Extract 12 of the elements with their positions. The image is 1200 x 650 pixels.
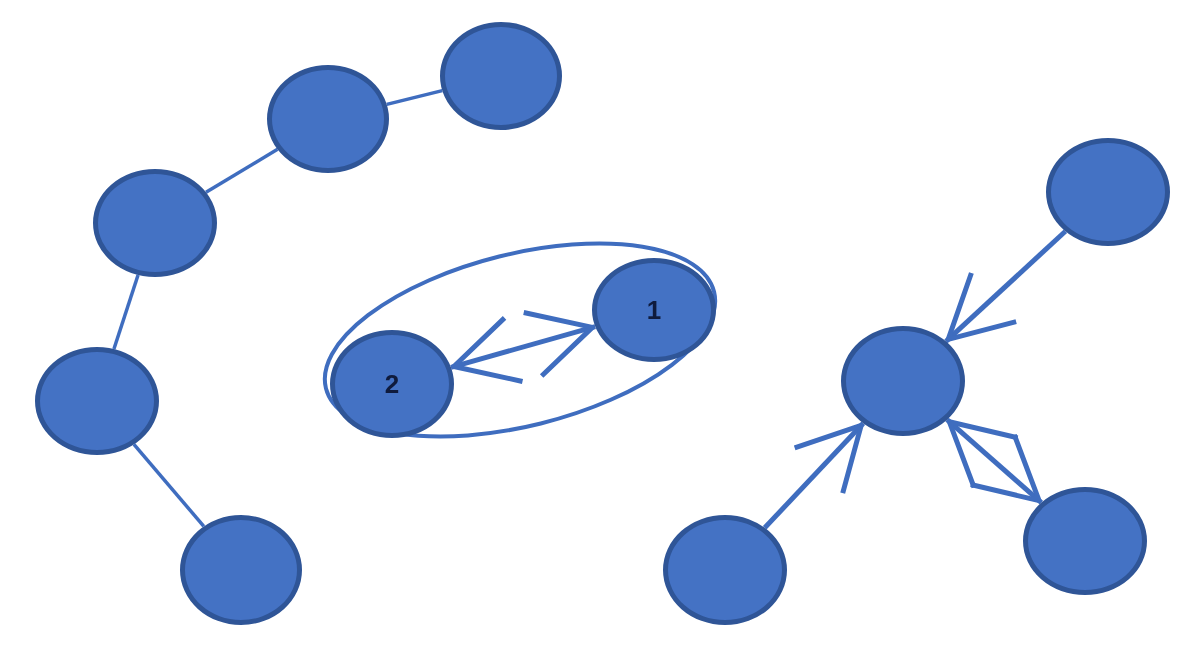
arrow <box>762 421 866 530</box>
node-number: 2 <box>384 371 400 397</box>
arrow <box>944 229 1068 344</box>
connector-line <box>132 443 206 528</box>
double-arrow <box>945 417 1043 505</box>
group-ellipse <box>322 241 718 439</box>
node-number: 1 <box>646 297 662 323</box>
connector-line <box>112 274 140 350</box>
connector-line <box>205 147 279 194</box>
double-arrow <box>450 310 596 384</box>
connector-line <box>386 88 443 107</box>
circle-node <box>330 330 454 438</box>
